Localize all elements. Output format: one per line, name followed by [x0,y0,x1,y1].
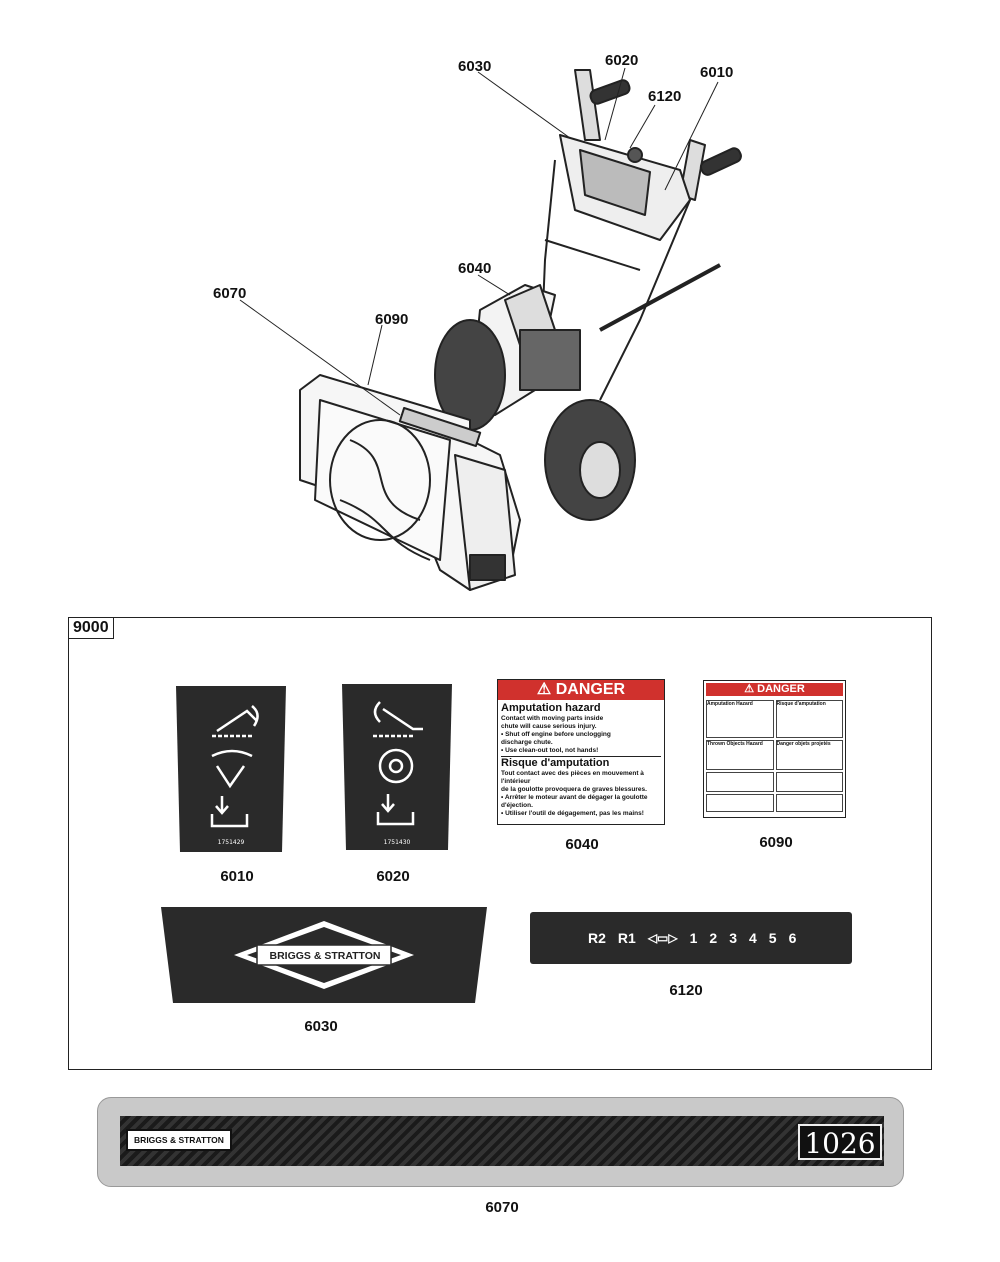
label-6070: 6070 [485,1199,519,1216]
label-6090: 6090 [759,834,793,851]
callout-6090: 6090 [375,311,409,328]
panel-6070-logo: BRIGGS & STRATTON [126,1129,232,1151]
kit-number: 9000 [69,618,114,639]
label-6040: 6040 [565,836,599,853]
decal-6010-part: 1751429 [218,839,245,846]
gear-6: 6 [788,930,797,946]
danger-header: ⚠ DANGER [498,680,664,700]
callout-6020: 6020 [605,52,639,69]
gear-5: 5 [768,930,777,946]
label-6010: 6010 [220,868,254,885]
panel-6070-model: 1026 [798,1124,882,1160]
decal-6020: 1751430 [342,684,452,850]
decal-6090-danger: ⚠ DANGER Amputation Hazard Risque d'ampu… [703,680,846,818]
decal-6120-shift-strip: R2 R1 ◁▭▷ 1 2 3 4 5 6 [530,912,852,964]
shift-arrow-icon: ◁▭▷ [647,931,678,945]
decal-6030 [161,907,487,1003]
gear-1: 1 [689,930,698,946]
danger-title-fr: Risque d'amputation [501,756,661,770]
carbon-strip [120,1116,884,1166]
callout-6030: 6030 [458,58,492,75]
decal-6020-part: 1751430 [384,839,411,846]
decal-kit-box: 9000 [68,617,932,1070]
callout-6120: 6120 [648,88,682,105]
decal-6010: 1751429 [176,686,286,852]
gear-4: 4 [749,930,757,946]
callout-6010: 6010 [700,64,734,81]
gear-2: 2 [709,930,718,946]
decal-6040-danger: ⚠ DANGER Amputation hazard Contact with … [497,679,665,825]
label-6020: 6020 [376,868,410,885]
danger-title-en: Amputation hazard [501,702,601,714]
snow-thrower-illustration [239,67,742,591]
label-6030: 6030 [304,1018,338,1035]
decal-6070-panel: BRIGGS & STRATTON 1026 [97,1097,904,1187]
shift-r1: R1 [617,930,636,946]
callout-6070: 6070 [213,285,247,302]
gear-3: 3 [729,930,737,946]
shift-r2: R2 [588,930,606,946]
decal-6030-brand: BRIGGS & STRATTON [269,950,381,962]
label-6120: 6120 [669,982,703,999]
callout-6040: 6040 [458,260,492,277]
